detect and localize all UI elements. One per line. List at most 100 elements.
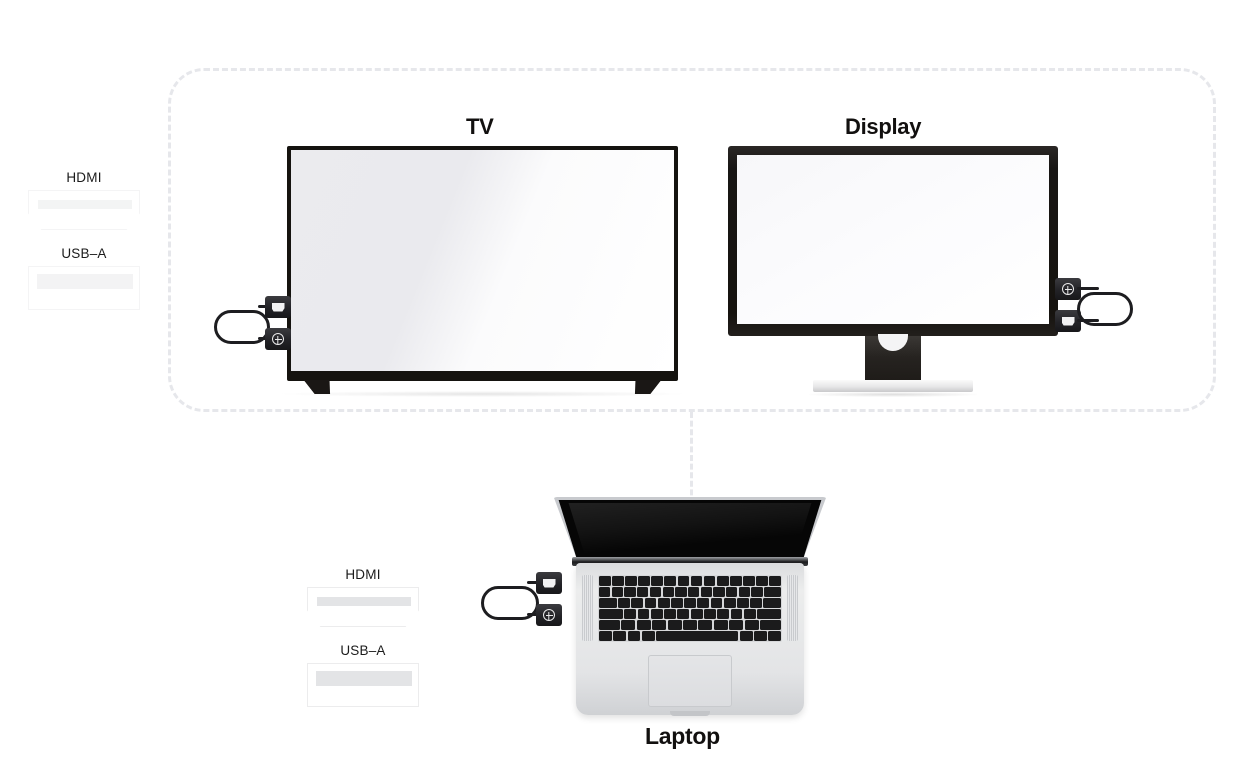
keyboard-key: [700, 587, 712, 597]
keyboard-key: [690, 576, 703, 586]
keyboard-key: [697, 598, 710, 608]
legend-top-usb-label: USB–A: [61, 246, 107, 261]
hdmi-connector-icon[interactable]: [536, 572, 562, 594]
display-cable-lead-top: [1077, 287, 1099, 291]
keyboard-row: [599, 598, 782, 608]
laptop-speaker-left: [582, 575, 593, 641]
keyboard-key: [760, 620, 782, 630]
keyboard-key: [664, 576, 677, 586]
display-device: [728, 146, 1058, 397]
laptop-lid-reflection: [568, 503, 812, 556]
keyboard-key: [599, 598, 617, 608]
legend-bottom: HDMI USB–A: [307, 567, 419, 723]
laptop-device: [552, 497, 828, 717]
keyboard-row: [599, 620, 782, 630]
keyboard-key: [744, 620, 759, 630]
keyboard-key: [703, 609, 716, 619]
keyboard-key: [664, 609, 676, 619]
keyboard-key: [638, 576, 650, 586]
keyboard-key: [650, 609, 663, 619]
keyboard-key: [677, 576, 690, 586]
usb-glyph: [543, 609, 555, 621]
laptop-trackpad: [648, 655, 732, 707]
keyboard-key: [764, 587, 782, 597]
keyboard-key: [743, 576, 755, 586]
keyboard-key: [662, 587, 674, 597]
keyboard-key: [677, 609, 690, 619]
keyboard-key: [684, 598, 696, 608]
hdmi-glyph: [1061, 316, 1075, 326]
laptop-speaker-right: [787, 575, 798, 641]
hdmi-port-icon: [307, 587, 419, 627]
keyboard-row: [599, 631, 782, 641]
tv-cable-assembly: [214, 296, 294, 356]
keyboard-key: [612, 576, 624, 586]
laptop-hinge: [572, 557, 808, 566]
keyboard-key: [649, 587, 662, 597]
keyboard-key: [599, 576, 611, 586]
keyboard-key: [641, 631, 655, 641]
laptop-base: [576, 563, 804, 716]
legend-top-hdmi-row: HDMI: [28, 170, 140, 230]
tv-cable-loop: [214, 310, 270, 344]
legend-bottom-hdmi-label: HDMI: [345, 567, 381, 582]
keyboard-key: [624, 587, 636, 597]
tv-screen: [291, 150, 674, 371]
laptop-keyboard: [598, 575, 782, 642]
keyboard-key: [750, 598, 762, 608]
tv-shadow: [281, 391, 684, 397]
keyboard-key: [599, 631, 612, 641]
legend-bottom-hdmi-row: HDMI: [307, 567, 419, 627]
keyboard-key: [713, 587, 725, 597]
keyboard-key: [618, 598, 630, 608]
tv-bezel: [287, 146, 678, 381]
hdmi-port-icon: [28, 190, 140, 230]
hdmi-connector-icon[interactable]: [265, 296, 291, 318]
display-cable-loop: [1077, 292, 1133, 326]
keyboard-key: [716, 576, 729, 586]
keyboard-key: [713, 620, 728, 630]
keyboard-key: [717, 609, 730, 619]
laptop-title: Laptop: [645, 723, 720, 749]
display-screen: [737, 155, 1049, 324]
laptop-lid-notch: [670, 711, 710, 716]
usb-a-port-icon: [307, 663, 419, 707]
keyboard-key: [753, 631, 767, 641]
keyboard-key: [723, 598, 736, 608]
tv-title: TV: [466, 114, 494, 139]
keyboard-key: [657, 598, 670, 608]
hdmi-glyph: [542, 578, 556, 588]
keyboard-row: [599, 587, 782, 597]
laptop-cable-loop: [481, 586, 539, 620]
display-cable-assembly: [1055, 278, 1137, 338]
keyboard-key: [763, 598, 782, 608]
keyboard-key: [599, 609, 623, 619]
keyboard-key: [768, 631, 782, 641]
keyboard-key: [611, 587, 624, 597]
keyboard-key: [621, 620, 636, 630]
keyboard-key: [726, 587, 738, 597]
keyboard-key: [625, 576, 637, 586]
hdmi-connector-icon[interactable]: [1055, 310, 1081, 332]
keyboard-key: [670, 598, 683, 608]
usb-connector-icon[interactable]: [1055, 278, 1081, 300]
keyboard-key: [644, 598, 657, 608]
keyboard-key: [756, 576, 768, 586]
keyboard-key: [710, 598, 723, 608]
legend-top-hdmi-label: HDMI: [66, 170, 102, 185]
usb-connector-icon[interactable]: [265, 328, 291, 350]
keyboard-key: [631, 598, 644, 608]
keyboard-key: [687, 587, 700, 597]
keyboard-key: [637, 587, 649, 597]
usb-glyph: [272, 333, 284, 345]
display-bezel: [728, 146, 1058, 336]
keyboard-key: [624, 609, 637, 619]
hdmi-glyph: [271, 302, 285, 312]
keyboard-row: [599, 576, 781, 586]
keyboard-key: [627, 631, 641, 641]
keyboard-key: [757, 609, 781, 619]
keyboard-key: [769, 576, 781, 586]
display-group-dashed-box: [168, 68, 1216, 412]
usb-connector-icon[interactable]: [536, 604, 562, 626]
